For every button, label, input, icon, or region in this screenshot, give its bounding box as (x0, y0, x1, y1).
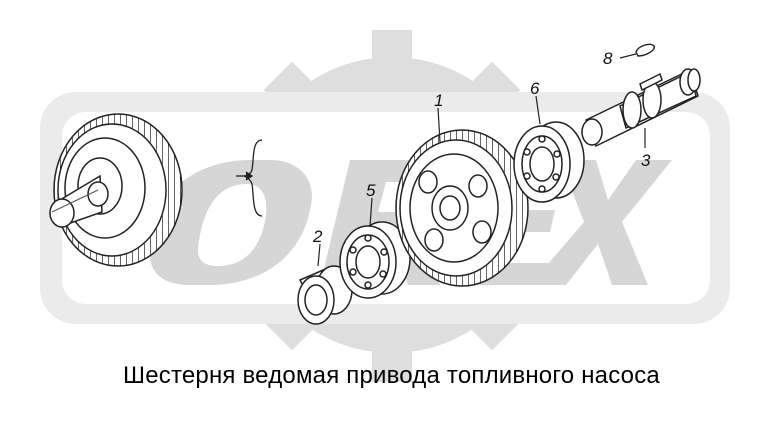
part-5-ball-bearing (339, 221, 411, 299)
gear-assembly-left (49, 113, 183, 267)
callout-6: 6 (530, 79, 540, 98)
part-6-ball-bearing (513, 121, 585, 203)
callout-8: 8 (603, 49, 613, 68)
callout-labels: 1 2 3 5 6 8 (312, 49, 651, 246)
callout-5: 5 (366, 181, 376, 200)
part-1-driven-gear (395, 129, 529, 287)
part-2-spacer-ring (297, 265, 353, 325)
callout-3: 3 (641, 151, 651, 170)
part-8-key (635, 43, 655, 57)
location-bracket (236, 139, 263, 217)
part-3-shaft (581, 68, 701, 148)
callout-2: 2 (312, 227, 323, 246)
leader-lines (317, 53, 646, 267)
callout-1: 1 (434, 91, 443, 110)
diagram-caption: Шестерня ведомая привода топливного насо… (123, 362, 660, 389)
